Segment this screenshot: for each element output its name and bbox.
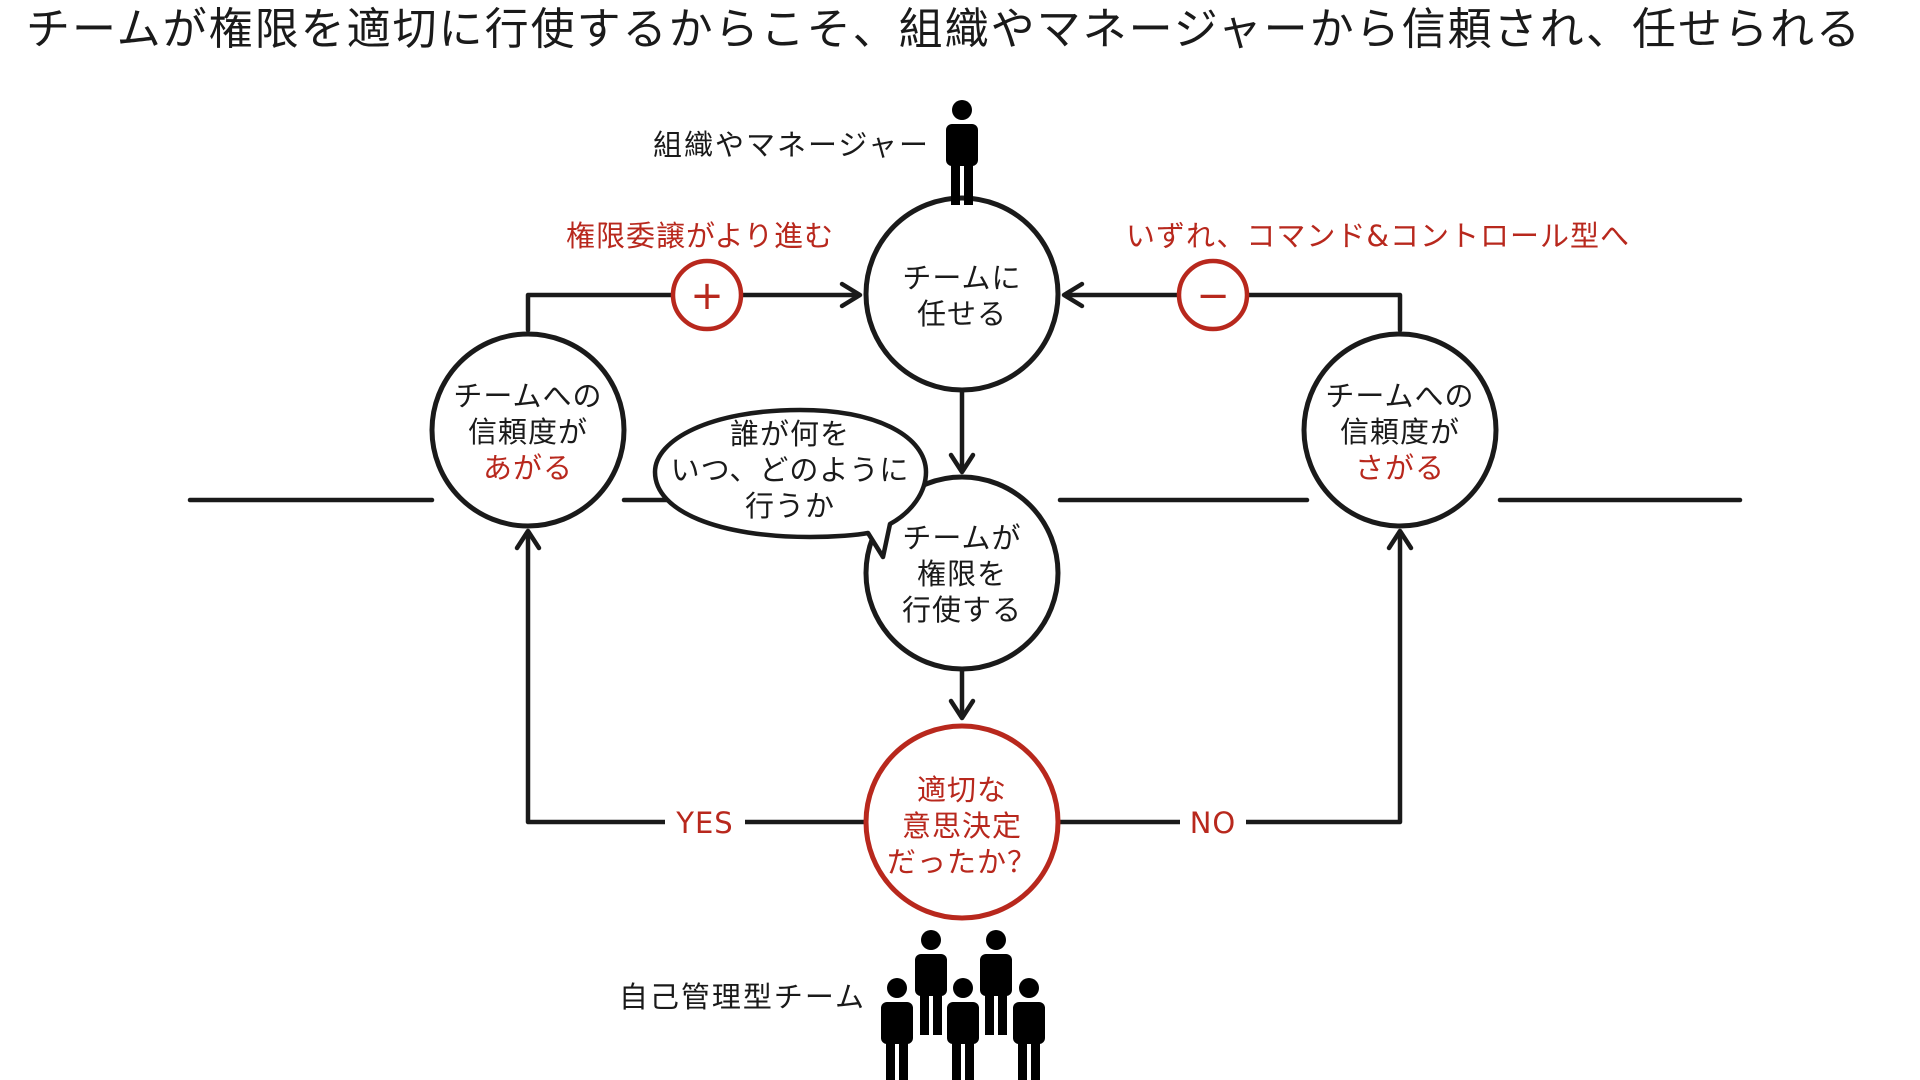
person-icon bbox=[946, 100, 978, 205]
node-circle bbox=[1301, 331, 1499, 529]
bubble-line: 行うか bbox=[745, 489, 835, 523]
arrowhead-down bbox=[948, 452, 976, 475]
node-trust-down: チームへの 信頼度が さがる bbox=[1301, 331, 1499, 529]
person-icon bbox=[881, 978, 913, 1080]
node-line: 信頼度が bbox=[468, 415, 588, 449]
arrowhead-up bbox=[514, 528, 542, 551]
top-actor: 組織やマネージャー bbox=[653, 100, 978, 205]
connector-line bbox=[525, 292, 861, 333]
arrowhead-left bbox=[1061, 281, 1085, 309]
label-backdrop bbox=[1180, 804, 1246, 840]
plus-circle bbox=[670, 258, 744, 332]
positive-loop-label: 権限委譲がより進む bbox=[566, 219, 834, 253]
node-delegate: チームに 任せる bbox=[863, 195, 1061, 393]
node-line: 適切な bbox=[917, 773, 1007, 807]
node-line: チームが bbox=[902, 521, 1021, 555]
node-line: 権限を bbox=[917, 557, 1007, 591]
node-exercise: チームが 権限を 行使する bbox=[863, 474, 1061, 672]
plus-sign: + bbox=[670, 258, 744, 332]
page-title: チームが権限を適切に行使するからこそ、組織やマネージャーから信頼され、任せられる bbox=[26, 4, 1862, 55]
yes-label: YES bbox=[675, 806, 733, 840]
node-line: 信頼度が bbox=[1340, 415, 1460, 449]
person-icon bbox=[980, 930, 1012, 1035]
node-circle bbox=[429, 331, 627, 529]
connector-line bbox=[1057, 530, 1403, 825]
delegate-to-exercise-arrow bbox=[948, 387, 976, 475]
arrowhead-up bbox=[1386, 528, 1414, 551]
node-line: 行使する bbox=[902, 593, 1022, 627]
node-line: だったか？ bbox=[887, 845, 1037, 879]
minus-circle bbox=[1176, 258, 1250, 332]
node-trust-up: チームへの 信頼度が あがる bbox=[429, 331, 627, 529]
no-label: NO bbox=[1190, 806, 1237, 840]
person-icon bbox=[947, 978, 979, 1080]
node-line: チームへの bbox=[453, 379, 602, 413]
node-line: 任せる bbox=[917, 297, 1007, 331]
node-circle bbox=[863, 195, 1061, 393]
node-line-emphasis: さがる bbox=[1355, 451, 1445, 485]
node-line: チームに bbox=[902, 261, 1021, 295]
bubble-line: いつ、どのように bbox=[671, 453, 910, 487]
minus-symbol: − bbox=[1196, 273, 1230, 319]
node-line: チームへの bbox=[1325, 379, 1474, 413]
positive-loop-connector bbox=[525, 281, 863, 333]
top-actor-label: 組織やマネージャー bbox=[653, 128, 930, 162]
node-circle bbox=[863, 723, 1061, 921]
arrowhead-down bbox=[948, 698, 976, 721]
no-path: NO bbox=[1057, 528, 1414, 840]
speech-bubble: 誰が何を いつ、どのように 行うか bbox=[652, 407, 929, 560]
bubble-outline bbox=[652, 407, 929, 560]
label-backdrop bbox=[665, 804, 745, 840]
bubble-line: 誰が何を bbox=[730, 417, 850, 451]
plus-symbol: + bbox=[690, 273, 724, 319]
connector-line bbox=[525, 530, 867, 825]
node-circle bbox=[863, 474, 1061, 672]
exercise-to-decision-arrow bbox=[948, 665, 976, 721]
node-line: 意思決定 bbox=[902, 809, 1022, 843]
bottom-actor-label: 自己管理型チーム bbox=[619, 980, 866, 1014]
yes-path: YES bbox=[514, 528, 867, 840]
arrowhead-right bbox=[839, 281, 863, 309]
person-icon bbox=[1013, 978, 1045, 1080]
node-decision: 適切な 意思決定 だったか？ bbox=[863, 723, 1061, 921]
person-icon bbox=[915, 930, 947, 1035]
bottom-actor: 自己管理型チーム bbox=[619, 930, 1045, 1080]
node-line-emphasis: あがる bbox=[483, 451, 573, 485]
negative-loop-label: いずれ、コマンド&コントロール型へ bbox=[1126, 219, 1630, 253]
minus-sign: − bbox=[1176, 258, 1250, 332]
